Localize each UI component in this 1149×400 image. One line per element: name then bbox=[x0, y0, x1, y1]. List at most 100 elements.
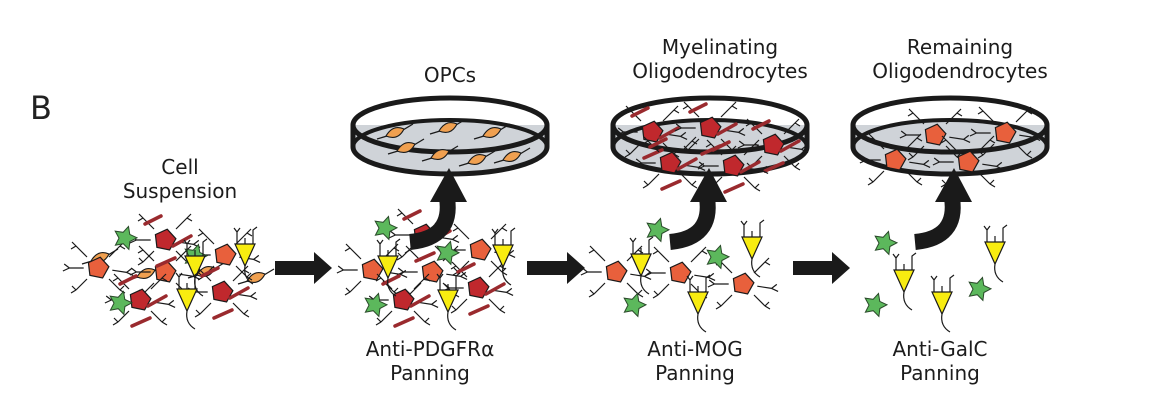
arrow-to-dish-remaining bbox=[913, 168, 972, 250]
cell-body bbox=[430, 149, 450, 160]
axon bbox=[640, 275, 650, 295]
astrocyte-cell bbox=[706, 244, 731, 270]
myelin-segment bbox=[739, 160, 761, 174]
neuron-cell bbox=[892, 252, 917, 311]
process bbox=[490, 223, 508, 240]
process bbox=[743, 176, 761, 192]
dish-rim bbox=[350, 95, 550, 155]
title-line-1: Myelinating bbox=[661, 35, 779, 59]
process bbox=[175, 213, 193, 230]
process bbox=[907, 108, 925, 125]
dendrites bbox=[983, 224, 1008, 242]
dendrites bbox=[740, 219, 765, 237]
myelin-segment bbox=[143, 214, 163, 226]
myelin-segment bbox=[171, 234, 193, 248]
neuron-cell bbox=[233, 226, 258, 285]
cell-body bbox=[482, 127, 502, 138]
process bbox=[859, 155, 881, 164]
process bbox=[949, 134, 971, 143]
myelin-segment bbox=[716, 122, 738, 136]
myelin-segment bbox=[658, 126, 680, 140]
process bbox=[235, 228, 253, 245]
neuron-body bbox=[234, 243, 256, 268]
arrow-shaft bbox=[275, 261, 316, 275]
myelinating-cell bbox=[104, 273, 176, 328]
process bbox=[909, 159, 931, 168]
process bbox=[697, 161, 719, 170]
process bbox=[905, 170, 923, 186]
myelin-segment bbox=[228, 286, 250, 300]
cell-body bbox=[605, 260, 628, 283]
process bbox=[783, 118, 801, 135]
cell-body bbox=[957, 150, 980, 173]
myelin-segment bbox=[381, 274, 401, 286]
cells-layer bbox=[62, 101, 1041, 333]
astrocyte-cell bbox=[364, 292, 389, 318]
myelin-segment bbox=[468, 304, 490, 316]
label-line-2: Panning bbox=[900, 361, 980, 385]
myelin-segment bbox=[751, 119, 771, 131]
dendrites bbox=[930, 274, 955, 292]
process bbox=[634, 158, 656, 167]
process bbox=[1019, 132, 1041, 141]
process bbox=[488, 298, 506, 314]
process bbox=[932, 157, 954, 166]
process bbox=[413, 273, 431, 290]
dish-opcs bbox=[350, 95, 550, 177]
process bbox=[940, 135, 958, 152]
oligodendrocyte-cell bbox=[707, 257, 779, 310]
process bbox=[982, 161, 1004, 170]
process bbox=[1015, 106, 1033, 123]
myelinating-in-dish bbox=[616, 105, 688, 160]
cell-body bbox=[502, 151, 522, 162]
process bbox=[642, 173, 660, 189]
dendrites bbox=[175, 271, 200, 289]
process bbox=[580, 267, 602, 276]
dish-title-opcs: OPCs bbox=[400, 63, 500, 87]
process bbox=[978, 172, 996, 188]
process bbox=[867, 170, 885, 186]
neuron-body bbox=[377, 255, 399, 280]
myelin-segment bbox=[155, 256, 177, 268]
cell-body bbox=[385, 127, 405, 138]
myelin-segment bbox=[146, 294, 168, 308]
process bbox=[473, 123, 511, 140]
process bbox=[194, 302, 212, 318]
astrocyte-body bbox=[109, 290, 134, 316]
neuron-cell bbox=[686, 274, 711, 333]
process bbox=[458, 150, 496, 167]
arrow-to-pdgfra bbox=[275, 252, 332, 284]
process bbox=[626, 282, 644, 298]
cell-body bbox=[762, 133, 785, 156]
cell-body bbox=[467, 154, 487, 165]
neuron-body bbox=[184, 255, 206, 280]
process bbox=[129, 267, 151, 276]
process bbox=[694, 272, 716, 281]
astrocyte-body bbox=[364, 292, 389, 318]
process bbox=[429, 118, 467, 135]
process bbox=[70, 278, 88, 294]
label-line-2: Suspension bbox=[122, 179, 238, 203]
arrow-head bbox=[314, 252, 332, 284]
opc-in-dish bbox=[473, 123, 511, 140]
dendrites bbox=[892, 252, 917, 270]
process bbox=[413, 310, 431, 326]
myelin-segment bbox=[409, 294, 431, 308]
neuron-body bbox=[931, 291, 953, 316]
process bbox=[452, 223, 470, 240]
process bbox=[977, 143, 995, 159]
arrows-layer bbox=[275, 168, 972, 284]
myelin-segment bbox=[711, 140, 731, 152]
process bbox=[743, 139, 761, 156]
cell-body bbox=[469, 238, 492, 261]
arrow-head bbox=[567, 252, 585, 284]
axon bbox=[751, 258, 761, 278]
axon bbox=[387, 277, 397, 297]
oligodendrocyte-cell bbox=[62, 241, 134, 294]
cell-body bbox=[129, 288, 152, 311]
stage-label-pdgfra: Anti-PDGFRα Panning bbox=[345, 337, 515, 385]
dendrites bbox=[686, 274, 711, 292]
neuron-body bbox=[437, 289, 459, 314]
opc-in-dish bbox=[458, 150, 496, 167]
